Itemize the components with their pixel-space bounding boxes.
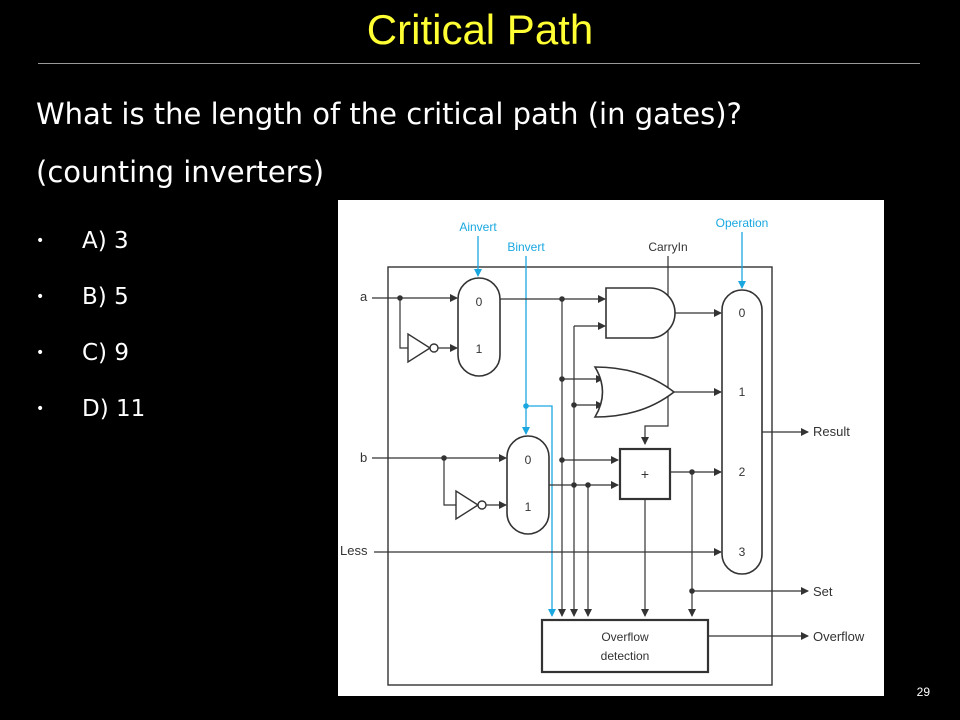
mux-result-in0: 0	[739, 306, 746, 320]
bullet-icon: •	[36, 289, 45, 305]
overflow-box-label-1: Overflow	[601, 630, 649, 644]
mux-a-in1: 1	[476, 342, 483, 356]
input-less-label: Less	[340, 543, 368, 558]
alu-circuit-svg: Ainvert Binvert CarryIn Operation a b Le…	[340, 216, 865, 686]
option-label: D) 11	[82, 396, 146, 422]
input-a-label: a	[360, 289, 368, 304]
carryin-label: CarryIn	[648, 240, 687, 254]
binvert-wire-to-overflow	[525, 256, 556, 617]
slide-title: Critical Path	[366, 6, 594, 53]
a-to-inverter-wire	[399, 298, 408, 349]
option-a: • A) 3	[36, 213, 145, 269]
adder-sum-junction	[689, 469, 695, 475]
option-b: • B) 5	[36, 269, 145, 325]
answer-options: • A) 3 • B) 5 • C) 9 • D) 11	[36, 213, 145, 437]
mux-result-in3: 3	[739, 545, 746, 559]
b-inverter-bubble	[477, 500, 487, 510]
overflow-detection-box	[540, 618, 710, 674]
input-b-label: b	[360, 450, 367, 465]
alu-diagram: Ainvert Binvert CarryIn Operation a b Le…	[338, 200, 884, 696]
overflow-box-label-2: detection	[601, 649, 650, 663]
a-inverter-icon	[407, 332, 432, 364]
carryin-wire	[641, 256, 669, 445]
binvert-label: Binvert	[507, 240, 545, 254]
mux-a	[457, 277, 501, 377]
option-d: • D) 11	[36, 381, 145, 437]
bullet-icon: •	[36, 401, 45, 417]
question-line-2: (counting inverters)	[36, 155, 325, 189]
set-label: Set	[813, 584, 833, 599]
b-to-inverter-wire	[443, 458, 456, 506]
mux-b	[506, 435, 550, 535]
option-label: C) 9	[82, 340, 129, 366]
mux-a-in0: 0	[476, 295, 483, 309]
mux-b-in0: 0	[525, 453, 532, 467]
option-c: • C) 9	[36, 325, 145, 381]
ainvert-label: Ainvert	[459, 220, 497, 234]
adder-symbol: +	[641, 466, 649, 482]
b-inverter-icon	[455, 489, 480, 521]
mux-result	[721, 289, 763, 575]
binvert-junction	[523, 403, 529, 409]
result-label: Result	[813, 424, 850, 439]
title-divider	[38, 63, 920, 64]
option-label: B) 5	[82, 284, 129, 310]
mux-b-in1: 1	[525, 500, 532, 514]
overflow-label: Overflow	[813, 629, 865, 644]
page-number: 29	[916, 685, 930, 699]
alu-cell-border	[387, 266, 773, 686]
option-label: A) 3	[82, 228, 129, 254]
mux-result-in1: 1	[739, 385, 746, 399]
bullet-icon: •	[36, 345, 45, 361]
mux-result-in2: 2	[739, 465, 746, 479]
a-inverter-bubble	[429, 343, 439, 353]
and-gate-icon	[605, 287, 676, 339]
or-gate-icon	[593, 366, 676, 418]
bullet-icon: •	[36, 233, 45, 249]
question-line-1: What is the length of the critical path …	[36, 97, 742, 131]
operation-label: Operation	[716, 216, 769, 230]
